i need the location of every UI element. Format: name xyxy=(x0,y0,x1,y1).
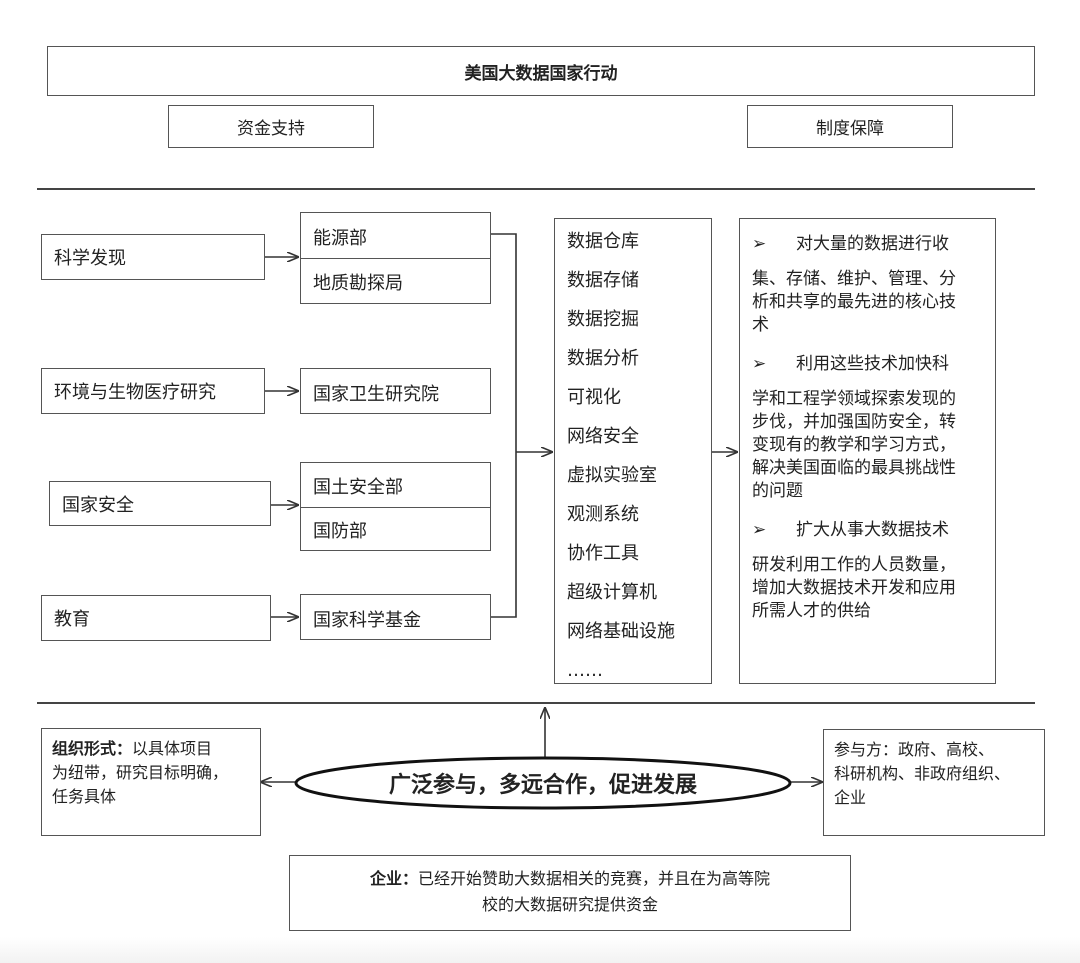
field-label: 国家安全 xyxy=(62,494,134,516)
field-label: 教育 xyxy=(54,609,90,630)
agency-nih: 国家卫生研究院 xyxy=(313,384,439,405)
funding-support-label: 资金支持 xyxy=(237,119,305,139)
agency-defense-department: 国防部 xyxy=(313,521,367,542)
agency-energy-department: 能源部 xyxy=(313,228,367,249)
organization-line: 组织形式：以具体项目 xyxy=(52,737,252,761)
goal-line: 研发利用工作的人员数量， xyxy=(752,555,956,575)
technology-item: 数据分析 xyxy=(567,348,639,369)
technology-item: 可视化 xyxy=(567,387,621,408)
agency-group-security: 国土安全部 国防部 xyxy=(300,462,491,551)
field-environment-biomedical: 环境与生物医疗研究 xyxy=(41,368,265,414)
agency-divider xyxy=(301,258,490,259)
agency-divider xyxy=(301,507,490,508)
bottom-shadow xyxy=(0,937,1080,963)
technology-item: 数据仓库 xyxy=(567,231,639,252)
bullet-arrow-icon: ➢ xyxy=(752,354,767,374)
center-slogan: 广泛参与，多远合作，促进发展 xyxy=(300,760,786,806)
field-education: 教育 xyxy=(41,595,271,641)
goal-line: 所需人才的供给 xyxy=(752,601,871,621)
field-science-discovery: 科学发现 xyxy=(41,234,265,280)
goal-line: 变现有的教学和学习方式， xyxy=(752,435,956,455)
center-slogan-text: 广泛参与，多远合作，促进发展 xyxy=(388,773,697,798)
enterprise-line: 企业：已经开始赞助大数据相关的竞赛，并且在为高等院 xyxy=(290,866,850,892)
field-label: 环境与生物医疗研究 xyxy=(54,382,216,403)
field-national-security: 国家安全 xyxy=(49,481,271,526)
enterprise-text: 已经开始赞助大数据相关的竞赛，并且在为高等院 xyxy=(418,869,771,888)
agency-group-environment: 国家卫生研究院 xyxy=(300,368,491,414)
funding-support-box: 资金支持 xyxy=(168,105,374,148)
technology-item: 超级计算机 xyxy=(567,582,657,603)
organization-label: 组织形式： xyxy=(52,739,133,758)
goal-line: 增加大数据技术开发和应用 xyxy=(752,578,956,598)
enterprise-box: 企业：已经开始赞助大数据相关的竞赛，并且在为高等院 校的大数据研究提供资金 xyxy=(289,855,851,931)
slogan-ellipse xyxy=(294,756,792,810)
technology-item: …… xyxy=(567,660,603,681)
organization-form-box: 组织形式：以具体项目 为纽带，研究目标明确， 任务具体 xyxy=(41,728,261,836)
technology-item: 网络基础设施 xyxy=(567,621,675,642)
middle-divider xyxy=(37,702,1035,704)
enterprise-line-2: 校的大数据研究提供资金 xyxy=(481,895,658,914)
goal-head: 利用这些技术加快科 xyxy=(796,354,949,374)
goal-line: 的问题 xyxy=(752,481,803,501)
organization-text: 以具体项目 xyxy=(132,739,213,758)
organization-line: 为纽带，研究目标明确， xyxy=(52,763,229,782)
technology-item: 数据存储 xyxy=(567,270,639,291)
goal-line: 析和共享的最先进的核心技 xyxy=(752,292,956,312)
participants-line: 企业 xyxy=(834,788,867,807)
organization-line: 任务具体 xyxy=(52,787,117,806)
enterprise-label: 企业： xyxy=(369,869,418,888)
goal-line: 术 xyxy=(752,315,769,335)
goal-item: ➢ 对大量的数据进行收 xyxy=(752,233,989,256)
technology-item: 网络安全 xyxy=(567,426,639,447)
agency-group-education: 国家科学基金 xyxy=(300,594,491,640)
goal-line: 解决美国面临的最具挑战性 xyxy=(752,458,956,478)
technology-item: 协作工具 xyxy=(567,543,639,564)
policy-guarantee-box: 制度保障 xyxy=(747,105,953,148)
bracket-agencies xyxy=(491,233,517,618)
technology-item: 虚拟实验室 xyxy=(567,465,657,486)
agency-nsf: 国家科学基金 xyxy=(313,610,421,631)
goal-item: ➢ 利用这些技术加快科 xyxy=(752,353,989,376)
technology-item: 数据挖掘 xyxy=(567,309,639,330)
goal-line: 学和工程学领域探索发现的 xyxy=(752,389,956,409)
agency-homeland-security: 国土安全部 xyxy=(313,477,403,498)
agency-group-science: 能源部 地质勘探局 xyxy=(300,212,491,304)
field-label: 科学发现 xyxy=(54,248,126,269)
goal-line: 集、存储、维护、管理、分 xyxy=(752,269,956,289)
technologies-box: 数据仓库 数据存储 数据挖掘 数据分析 可视化 网络安全 虚拟实验室 观测系统 … xyxy=(554,218,712,684)
policy-guarantee-label: 制度保障 xyxy=(816,119,884,139)
agency-geological-survey: 地质勘探局 xyxy=(313,273,403,294)
goals-box: ➢ 对大量的数据进行收 集、存储、维护、管理、分 析和共享的最先进的核心技 术 ➢… xyxy=(739,218,996,684)
goal-line: 步伐，并加强国防安全，转 xyxy=(752,412,956,432)
participants-box: 参与方：政府、高校、 科研机构、非政府组织、 企业 xyxy=(823,729,1045,836)
participants-line: 参与方：政府、高校、 xyxy=(834,740,995,759)
bullet-arrow-icon: ➢ xyxy=(752,520,767,540)
bullet-arrow-icon: ➢ xyxy=(752,234,767,254)
goal-head: 扩大从事大数据技术 xyxy=(796,520,949,540)
technology-item: 观测系统 xyxy=(567,504,639,525)
national-action-title-box: 美国大数据国家行动 xyxy=(47,46,1035,96)
goal-item: ➢ 扩大从事大数据技术 xyxy=(752,519,989,542)
top-divider xyxy=(37,188,1035,190)
participants-line: 科研机构、非政府组织、 xyxy=(834,764,1011,783)
goal-head: 对大量的数据进行收 xyxy=(796,234,949,254)
national-action-title: 美国大数据国家行动 xyxy=(464,63,618,84)
